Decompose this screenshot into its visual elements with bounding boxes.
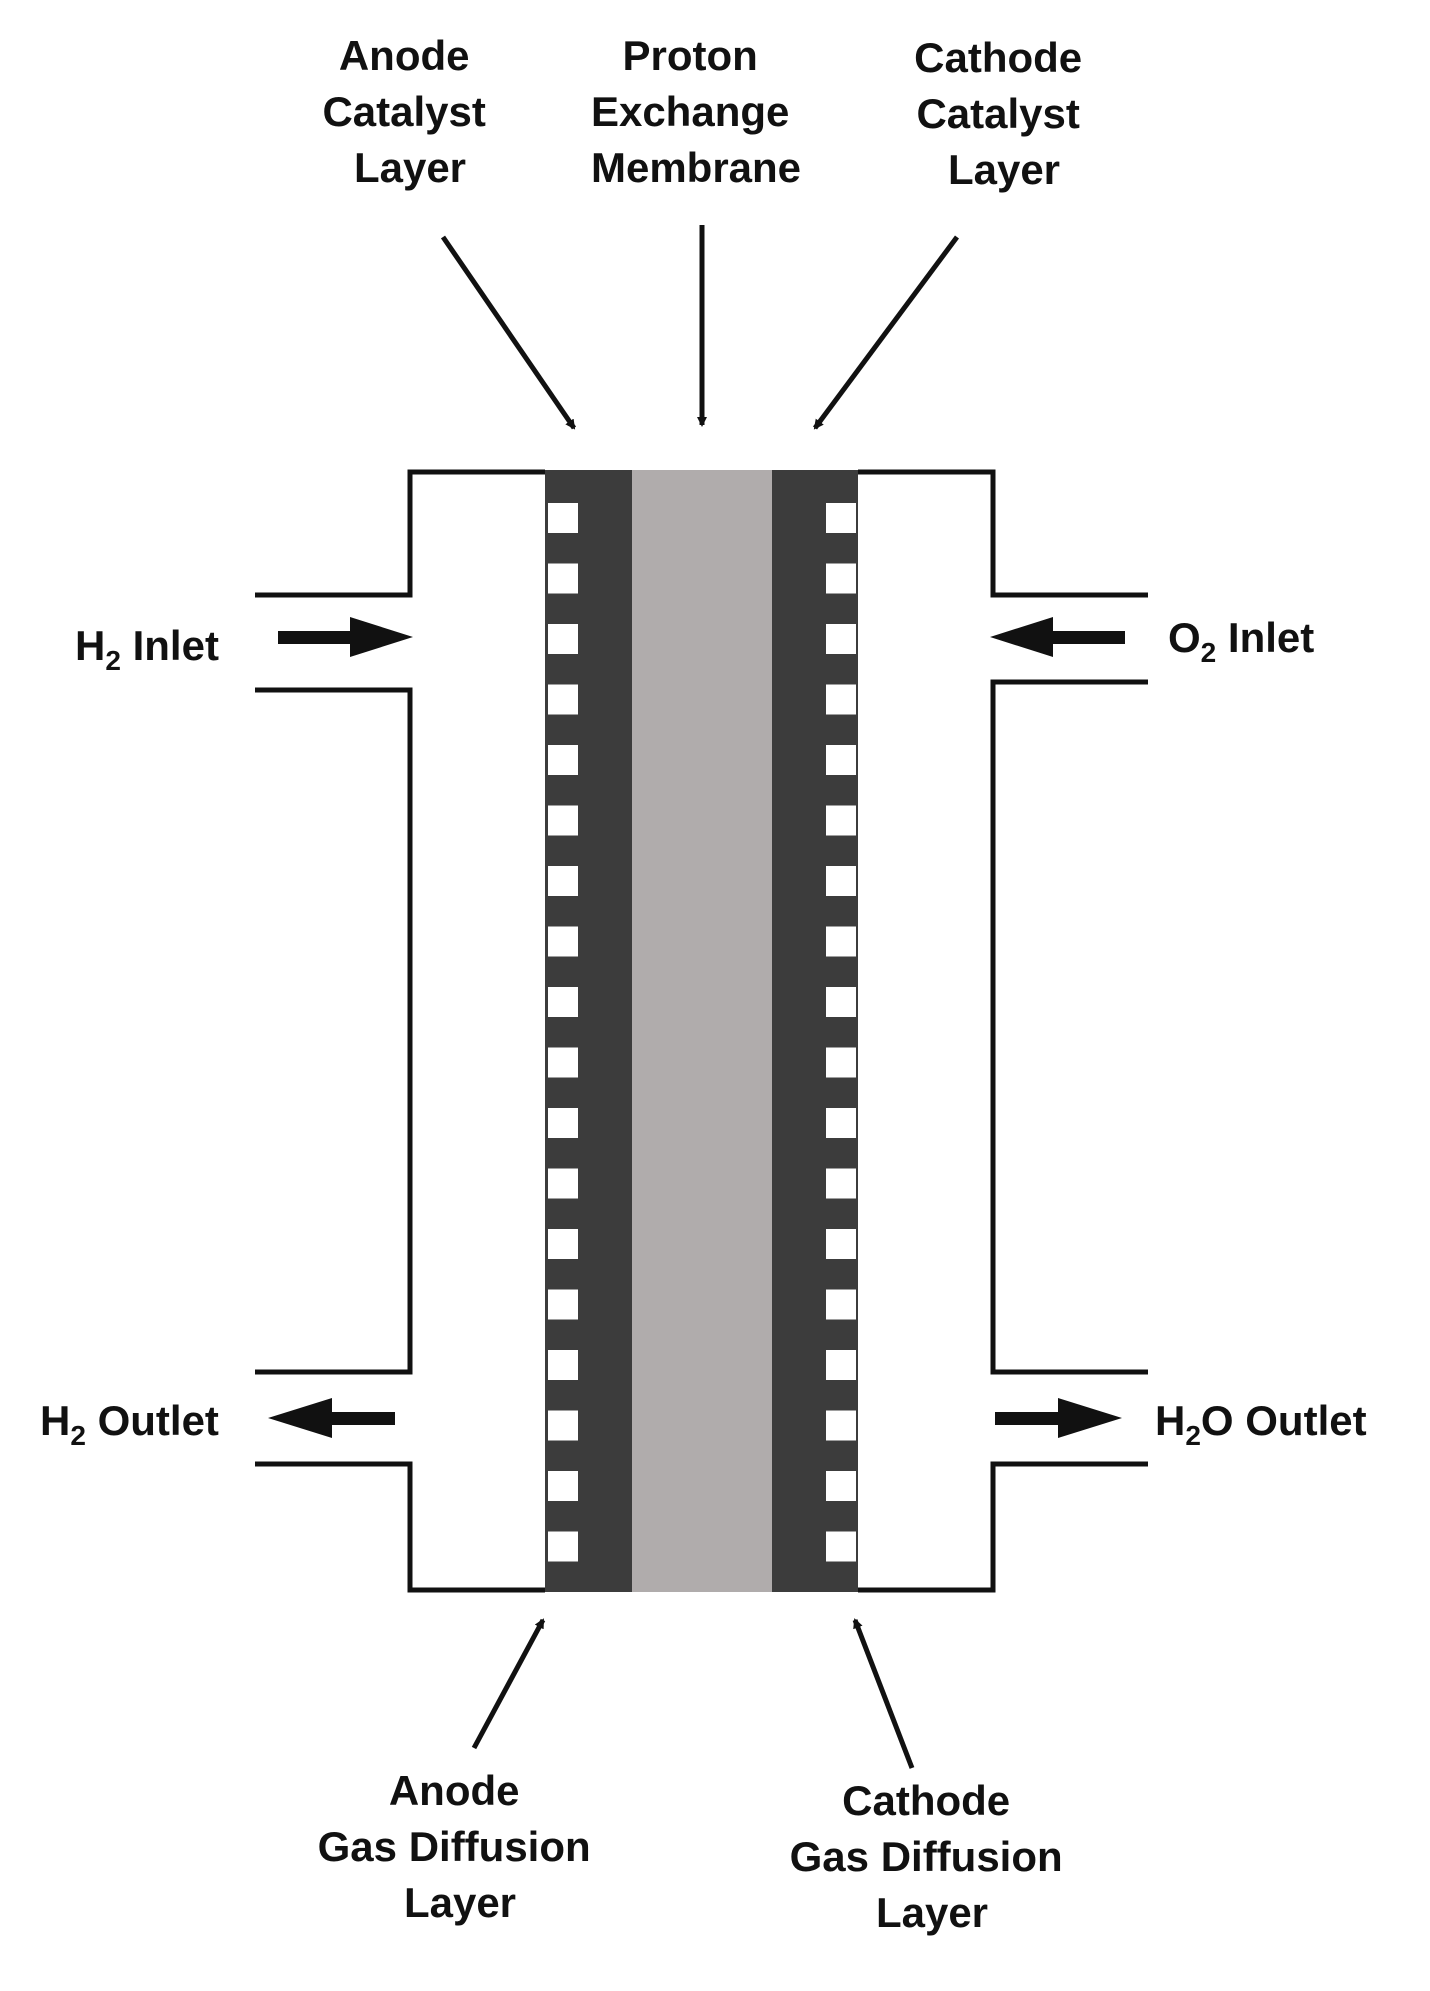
anode-pore xyxy=(548,1289,578,1320)
cathode-pores xyxy=(826,503,856,1562)
h2-inlet-label: H2 Inlet xyxy=(75,622,219,676)
cathode-catalyst-label: Cathode Catalyst Layer xyxy=(914,34,1094,193)
anode-pore xyxy=(548,987,578,1017)
cathode-pore xyxy=(826,1350,856,1380)
anode-pore xyxy=(548,624,578,654)
anode-pore xyxy=(548,1108,578,1138)
h2o-outlet-arrow xyxy=(995,1398,1122,1438)
cathode-pore xyxy=(826,503,856,533)
cathode-pore xyxy=(826,805,856,836)
anode-pore xyxy=(548,563,578,594)
cathode-pore xyxy=(826,1471,856,1501)
anode-catalyst-arrow xyxy=(440,235,577,430)
cathode-pore xyxy=(826,1047,856,1078)
cathode-pore xyxy=(826,1168,856,1199)
anode-housing-outline-mid xyxy=(255,687,413,1375)
cathode-gdl-label: Cathode Gas Diffusion Layer xyxy=(790,1777,1075,1936)
anode-pore xyxy=(548,1531,578,1562)
h2-outlet-label: H2 Outlet xyxy=(40,1397,219,1451)
anode-gdl-arrow xyxy=(471,1618,546,1750)
h2-outlet-arrow xyxy=(268,1398,395,1438)
anode-housing-outline xyxy=(255,469,545,598)
h2-inlet-arrow xyxy=(278,617,413,657)
cathode-gas-diffusion-layer xyxy=(772,470,858,1592)
anode-pore xyxy=(548,1047,578,1078)
cathode-pore xyxy=(826,563,856,594)
anode-pore xyxy=(548,1168,578,1199)
anode-housing-outline-bottom xyxy=(255,1461,545,1593)
cathode-pore xyxy=(826,1410,856,1441)
o2-inlet-arrow xyxy=(990,617,1125,657)
anode-gas-diffusion-layer xyxy=(545,470,632,1592)
cathode-pore xyxy=(826,1108,856,1138)
anode-pores xyxy=(548,503,578,1562)
cathode-pore xyxy=(826,987,856,1017)
cathode-pore xyxy=(826,926,856,957)
cathode-pore xyxy=(826,866,856,896)
anode-catalyst-label: Anode Catalyst Layer xyxy=(322,32,497,191)
anode-pore xyxy=(548,745,578,775)
anode-pore xyxy=(548,866,578,896)
cathode-catalyst-arrow xyxy=(812,235,960,430)
anode-pore xyxy=(548,1350,578,1380)
cathode-pore xyxy=(826,1289,856,1320)
cathode-pore xyxy=(826,1531,856,1562)
cathode-pore xyxy=(826,624,856,654)
proton-exchange-membrane xyxy=(632,470,772,1592)
anode-pore xyxy=(548,805,578,836)
h2o-outlet-label: H2O Outlet xyxy=(1155,1397,1367,1451)
cathode-housing-outline-bottom xyxy=(858,1461,1148,1593)
membrane-label: Proton Exchange Membrane xyxy=(591,32,801,191)
cathode-pore xyxy=(826,745,856,775)
anode-pore xyxy=(548,503,578,533)
cathode-housing-outline-mid xyxy=(990,679,1148,1375)
anode-pore xyxy=(548,684,578,715)
anode-pore xyxy=(548,1410,578,1441)
anode-gdl-label: Anode Gas Diffusion Layer xyxy=(318,1767,603,1926)
cathode-gdl-arrow xyxy=(852,1618,915,1769)
anode-pore xyxy=(548,1229,578,1259)
cathode-pore xyxy=(826,684,856,715)
cathode-housing-outline xyxy=(858,469,1148,598)
anode-pore xyxy=(548,926,578,957)
cathode-pore xyxy=(826,1229,856,1259)
anode-pore xyxy=(548,1471,578,1501)
o2-inlet-label: O2 Inlet xyxy=(1168,614,1314,668)
